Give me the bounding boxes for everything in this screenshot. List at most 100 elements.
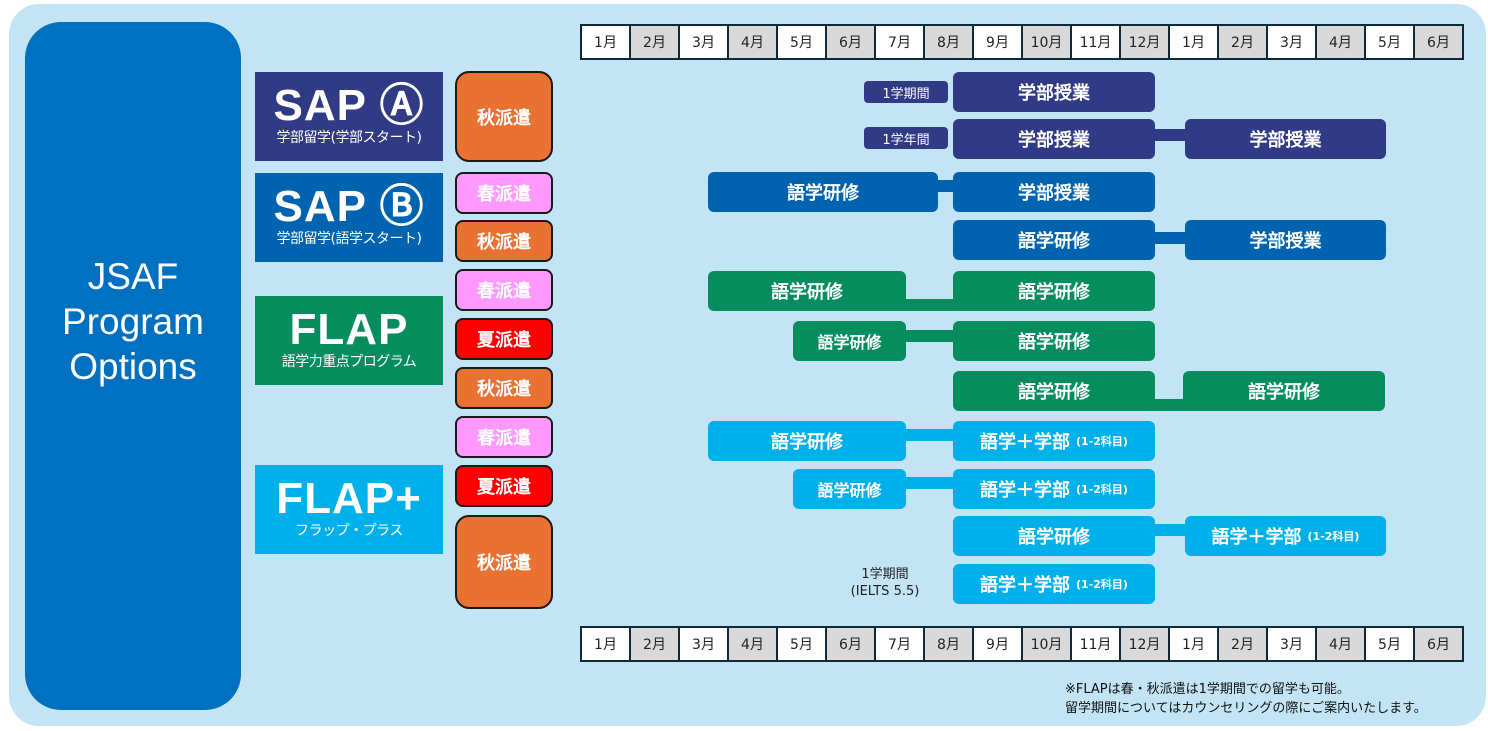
month-cell: 8月 (925, 26, 972, 58)
badge-flap-spring: 春派遣 (455, 269, 553, 311)
program-name: FLAP+ (276, 474, 422, 523)
connector (900, 330, 958, 342)
bar-flap-autumn-language-1: 語学研修 (953, 371, 1155, 411)
bar-label: 語学研修 (1018, 231, 1090, 252)
page-title: JSAF Program Options (62, 255, 204, 387)
connector (1150, 524, 1190, 536)
month-cell: 2月 (631, 26, 678, 58)
month-cell: 1月 (582, 628, 629, 660)
month-cell: 3月 (680, 26, 727, 58)
program-subtitle: フラップ・プラス (295, 523, 403, 539)
month-cell: 12月 (1121, 628, 1168, 660)
bar-note: (1-2科目) (1076, 483, 1128, 496)
bar-label: 語学＋学部 (980, 432, 1071, 453)
program-subtitle: 学部留学(学部スタート) (276, 130, 422, 146)
month-cell: 12月 (1121, 26, 1168, 58)
program-flap-plus: FLAP+ フラップ・プラス (255, 465, 443, 554)
bar-sap-b-spring-language: 語学研修 (708, 172, 938, 212)
bar-flap-plus-spring-language: 語学研修 (708, 421, 906, 461)
badge-flap-plus-autumn: 秋派遣 (455, 515, 553, 609)
month-cell: 5月 (778, 628, 825, 660)
connector (1150, 129, 1190, 141)
program-subtitle: 語学力重点プログラム (281, 354, 417, 370)
bar-label: 語学研修 (771, 282, 843, 303)
month-cell: 2月 (1219, 26, 1266, 58)
bar-label: 学部授業 (1018, 183, 1090, 204)
bar-label: 語学研修 (1018, 282, 1090, 303)
month-cell: 1月 (1170, 628, 1217, 660)
bar-flap-plus-term-mixed: 語学＋学部 (1-2科目) (953, 564, 1155, 604)
connector (900, 429, 958, 441)
bar-label: 語学研修 (1018, 527, 1090, 548)
badge-sap-a-autumn: 秋派遣 (455, 71, 553, 162)
bar-label: 語学研修 (787, 183, 859, 204)
month-cell: 2月 (1219, 628, 1266, 660)
month-cell: 11月 (1072, 628, 1119, 660)
program-name: FLAP (289, 305, 409, 354)
bar-sap-b-autumn-language: 語学研修 (953, 220, 1155, 260)
bar-flap-summer-language-1: 語学研修 (793, 321, 906, 361)
month-cell: 9月 (974, 628, 1021, 660)
bar-flap-spring-language-2: 語学研修 (953, 271, 1155, 311)
bar-sap-a-term-faculty: 学部授業 (953, 72, 1155, 112)
month-cell: 3月 (1268, 26, 1315, 58)
bar-flap-plus-spring-mixed: 語学＋学部 (1-2科目) (953, 421, 1155, 461)
bar-sap-b-autumn-faculty: 学部授業 (1185, 220, 1386, 260)
bar-label: 語学研修 (817, 481, 882, 500)
program-name: SAP Ⓑ (273, 182, 425, 231)
month-cell: 4月 (1317, 26, 1364, 58)
bar-note: (1-2科目) (1076, 435, 1128, 448)
bar-label: 語学研修 (817, 333, 882, 352)
bar-note: (1-2科目) (1076, 578, 1128, 591)
bar-label: 語学研修 (1248, 382, 1320, 403)
program-options-title-box: JSAF Program Options (25, 22, 241, 710)
bar-flap-spring-language-1: 語学研修 (708, 271, 906, 311)
month-cell: 7月 (876, 628, 923, 660)
program-flap: FLAP 語学力重点プログラム (255, 296, 443, 385)
month-cell: 5月 (1366, 628, 1413, 660)
tag-one-term: 1学期間 (864, 81, 948, 103)
badge-flap-summer: 夏派遣 (455, 318, 553, 360)
month-cell: 11月 (1072, 26, 1119, 58)
bar-label: 語学＋学部 (1211, 527, 1302, 548)
program-name: SAP Ⓐ (273, 81, 425, 130)
connector (934, 180, 958, 192)
bar-sap-a-year-faculty-1: 学部授業 (953, 119, 1155, 159)
month-cell: 5月 (778, 26, 825, 58)
bar-flap-plus-autumn-mixed: 語学＋学部 (1-2科目) (1185, 516, 1386, 556)
bar-flap-plus-summer-language: 語学研修 (793, 469, 906, 509)
bar-label: 学部授業 (1249, 130, 1322, 151)
month-cell: 2月 (631, 628, 678, 660)
month-cell: 5月 (1366, 26, 1413, 58)
connector (1150, 399, 1190, 411)
badge-flap-autumn: 秋派遣 (455, 367, 553, 409)
badge-sap-b-autumn: 秋派遣 (455, 220, 553, 262)
month-cell: 3月 (680, 628, 727, 660)
tag-one-year: 1学年間 (864, 127, 948, 149)
month-cell: 4月 (729, 26, 776, 58)
ielts-note: 1学期間 (IELTS 5.5) (850, 567, 920, 599)
bar-label: 語学研修 (1018, 382, 1090, 403)
bar-label: 学部授業 (1018, 130, 1090, 151)
bar-flap-plus-autumn-language: 語学研修 (953, 516, 1155, 556)
month-cell: 10月 (1023, 26, 1070, 58)
month-cell: 1月 (1170, 26, 1217, 58)
bar-note: (1-2科目) (1307, 530, 1360, 543)
bar-label: 語学＋学部 (980, 480, 1071, 501)
program-sap-a: SAP Ⓐ 学部留学(学部スタート) (255, 72, 443, 161)
footnote: ※FLAPは春・秋派遣は1学期間での留学も可能。 留学期間についてはカウンセリン… (1065, 682, 1427, 716)
badge-flap-plus-summer: 夏派遣 (455, 465, 553, 507)
connector (900, 299, 958, 311)
bar-label: 学部授業 (1249, 231, 1322, 252)
program-subtitle: 学部留学(語学スタート) (276, 231, 422, 247)
month-cell: 8月 (925, 628, 972, 660)
badge-sap-b-spring: 春派遣 (455, 172, 553, 214)
month-cell: 6月 (1415, 26, 1462, 58)
connector (900, 477, 958, 489)
month-cell: 6月 (1415, 628, 1462, 660)
bar-label: 語学＋学部 (980, 575, 1071, 596)
bar-flap-autumn-language-2: 語学研修 (1183, 371, 1385, 411)
month-cell: 4月 (729, 628, 776, 660)
